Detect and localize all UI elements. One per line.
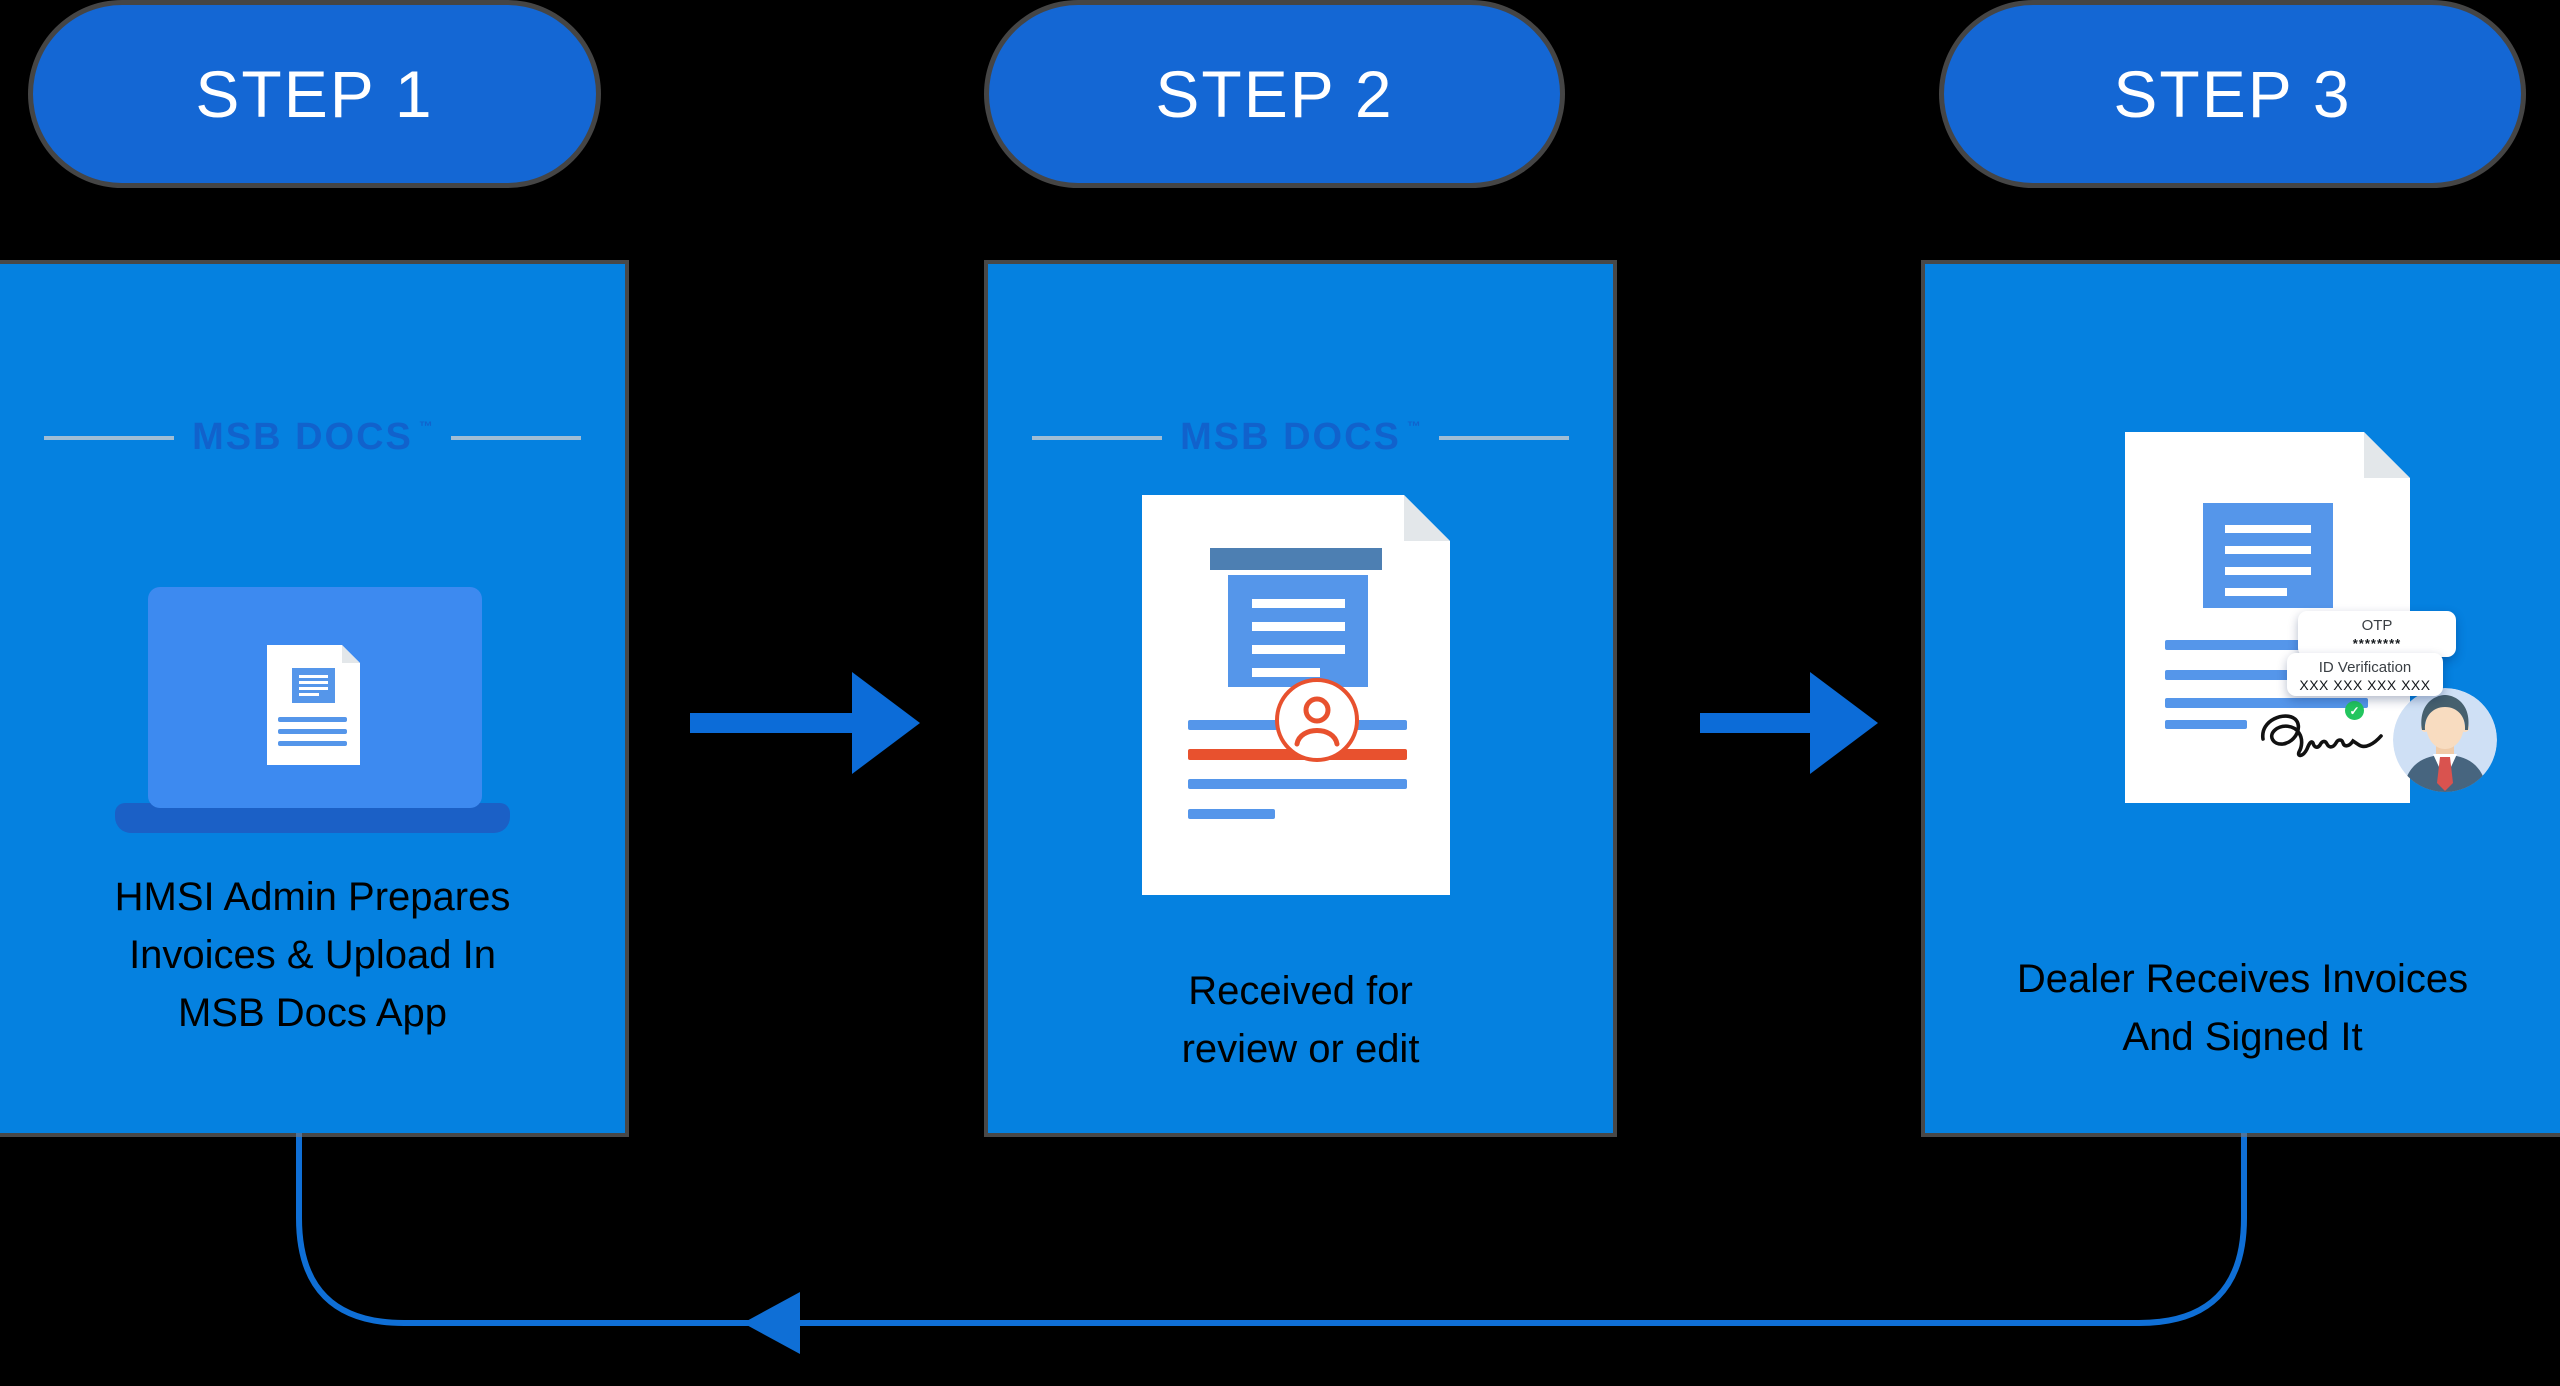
otp-label: OTP [2361, 617, 2393, 634]
reviewer-person-icon [1275, 678, 1359, 762]
logo-divider-line [450, 435, 581, 440]
return-flow-line [296, 1131, 2247, 1326]
document-letterhead-block [1228, 575, 1368, 687]
step-1-badge: STEP 1 [33, 5, 596, 183]
caption-line: Invoices & Upload In [129, 933, 496, 977]
step-3-panel: ✓ OTP ******** [1925, 264, 2560, 1133]
id-verification-card: ID Verification XXX XXX XXX XXX [2287, 653, 2443, 696]
arrow-step1-to-step2-icon [690, 672, 920, 774]
laptop-screen [148, 587, 482, 808]
logo-divider-line [1438, 435, 1569, 440]
step-2-badge: STEP 2 [989, 5, 1560, 183]
arrow-head [852, 672, 920, 774]
caption-line: HMSI Admin Prepares [114, 875, 511, 919]
step-3-caption: Dealer Receives Invoices And Signed It [1925, 950, 2560, 1066]
laptop-base [115, 803, 510, 833]
arrow-shaft [690, 713, 858, 733]
step-1-badge-label: STEP 1 [195, 57, 434, 131]
step-2-caption: Received for review or edit [988, 962, 1613, 1078]
step-3-badge: STEP 3 [1944, 5, 2521, 183]
document-header-band [1210, 548, 1382, 570]
id-verification-value: XXX XXX XXX XXX [2299, 677, 2431, 693]
page-fold-corner [1404, 495, 1450, 541]
laptop-illustration [0, 264, 625, 1133]
caption-line: MSB Docs App [177, 991, 447, 1035]
caption-line: And Signed It [2122, 1015, 2363, 1059]
msb-docs-logo: MSB DOCS ™ [0, 416, 625, 459]
caption-line: Dealer Receives Invoices [2016, 957, 2469, 1001]
review-document-illustration [1142, 495, 1450, 895]
step-1-panel: MSB DOCS ™ [0, 264, 625, 1133]
document-letterhead-block [2203, 503, 2333, 608]
msb-docs-logo: MSB DOCS ™ [988, 416, 1613, 459]
invoice-document-icon [267, 645, 360, 765]
step-3-badge-label: STEP 3 [2113, 57, 2352, 131]
trademark-symbol: ™ [1406, 418, 1421, 434]
otp-card: OTP ******** [2298, 611, 2456, 657]
caption-line: review or edit [1181, 1027, 1420, 1071]
id-verification-label: ID Verification [2318, 659, 2412, 676]
signature-graphic [2258, 706, 2385, 764]
page-fold-corner [342, 645, 360, 663]
step-2-panel: MSB DOCS ™ Rece [988, 264, 1613, 1133]
logo-divider-line [1032, 435, 1163, 440]
arrow-head [1810, 672, 1878, 774]
msb-docs-logo-text: MSB DOCS [192, 416, 413, 458]
page-fold-corner [2364, 432, 2410, 478]
verified-check-icon: ✓ [2345, 701, 2364, 720]
step-2-badge-label: STEP 2 [1155, 57, 1394, 131]
msb-docs-logo-text: MSB DOCS [1180, 416, 1401, 458]
trademark-symbol: ™ [418, 418, 433, 434]
return-flow-arrowhead-icon [743, 1292, 800, 1354]
step-1-caption: HMSI Admin Prepares Invoices & Upload In… [0, 868, 625, 1042]
otp-value: ******** [2352, 636, 2402, 651]
logo-divider-line [44, 435, 175, 440]
document-letterhead-block [292, 668, 335, 703]
arrow-shaft [1700, 713, 1816, 733]
arrow-step2-to-step3-icon [1700, 672, 1878, 774]
caption-line: Received for [1188, 969, 1413, 1013]
dealer-avatar [2393, 688, 2497, 792]
